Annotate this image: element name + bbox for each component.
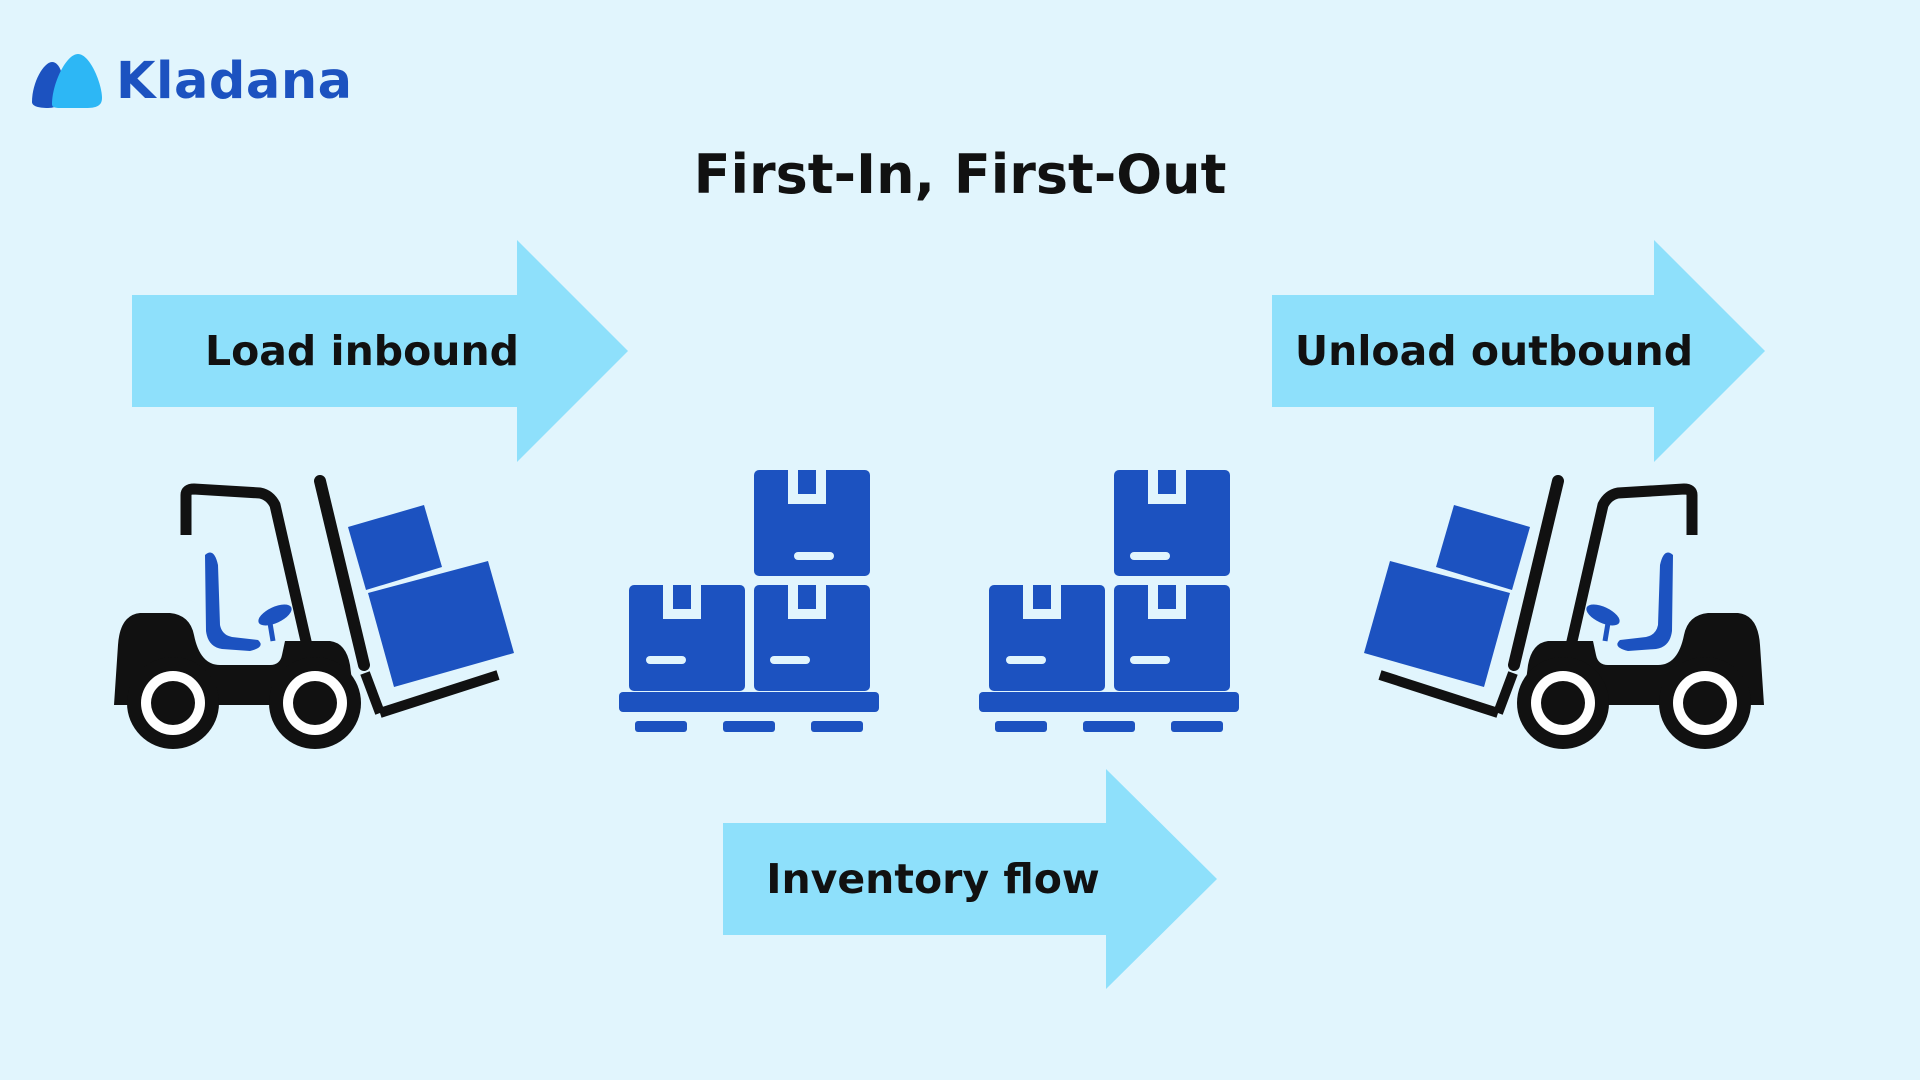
arrow-right-icon xyxy=(132,240,628,462)
page-title: First-In, First-Out xyxy=(693,143,1227,206)
load-inbound-label: Load inbound xyxy=(204,327,520,375)
pallet-boxes-icon xyxy=(979,470,1239,732)
brand-name: Kladana xyxy=(116,51,353,111)
forklift-icon xyxy=(114,475,514,749)
load-inbound-arrow: Load inbound xyxy=(132,240,628,462)
unload-outbound-arrow: Unload outbound xyxy=(1272,240,1765,462)
kladana-drop-logo-icon xyxy=(32,54,102,108)
forklift-icon xyxy=(1364,475,1764,749)
inventory-flow-arrow: Inventory flow xyxy=(723,769,1217,989)
inventory-flow-label: Inventory flow xyxy=(766,855,1100,903)
arrow-right-icon xyxy=(1272,240,1765,462)
pallet-boxes-icon xyxy=(619,470,879,732)
arrow-right-icon xyxy=(723,769,1217,989)
brand-logo: Kladana xyxy=(30,50,353,112)
unload-outbound-label: Unload outbound xyxy=(1294,327,1694,375)
